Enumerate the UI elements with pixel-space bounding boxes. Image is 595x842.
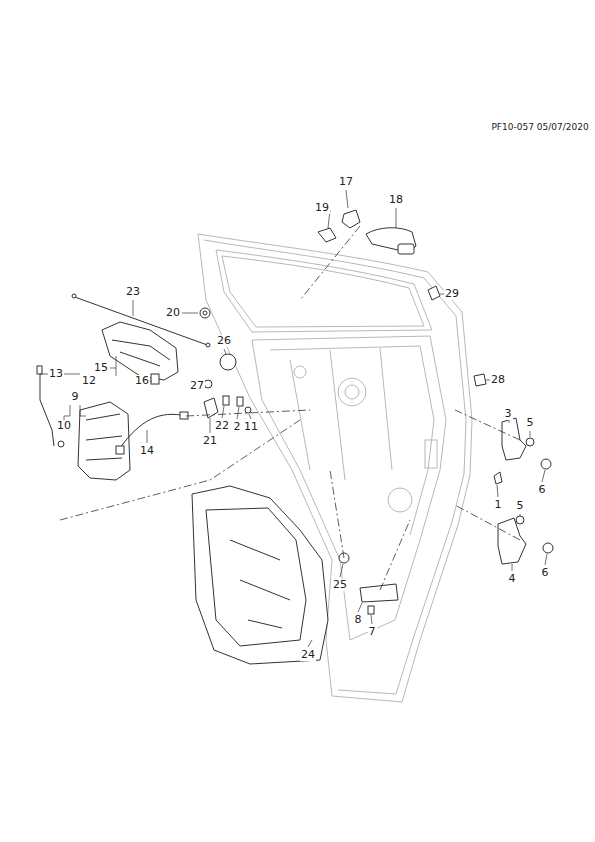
callout-number: 23	[125, 286, 141, 298]
callout-number: 20	[165, 307, 181, 319]
callout-number: 6	[541, 567, 550, 579]
callout-number: 9	[71, 391, 80, 403]
callout-number: 14	[139, 445, 155, 457]
callout-number: 1	[494, 499, 503, 511]
callout-number: 2	[233, 421, 242, 433]
callout-number: 11	[243, 421, 259, 433]
callout-number: 4	[508, 573, 517, 585]
callout-number: 13	[48, 368, 64, 380]
callout-number: 5	[526, 417, 535, 429]
callout-number: 27	[189, 380, 205, 392]
callout-number: 3	[504, 408, 513, 420]
callout-number: 5	[516, 500, 525, 512]
callout-number: 25	[332, 579, 348, 591]
callout-number: 10	[56, 420, 72, 432]
callout-number: 7	[368, 626, 377, 638]
callout-number: 18	[388, 194, 404, 206]
callout-number: 12	[81, 375, 97, 387]
callout-number: 17	[338, 176, 354, 188]
callout-number: 19	[314, 202, 330, 214]
callout-number: 6	[538, 484, 547, 496]
callout-number: 21	[202, 435, 218, 447]
callout-number: 28	[490, 374, 506, 386]
callout-number: 22	[214, 420, 230, 432]
callout-number: 29	[444, 288, 460, 300]
header-code: PF10-057 05/07/2020	[490, 121, 589, 133]
callout-number: 15	[93, 362, 109, 374]
callout-number: 26	[216, 335, 232, 347]
callout-number: 8	[354, 614, 363, 626]
callout-number: 16	[134, 375, 150, 387]
callout-number: 24	[300, 649, 316, 661]
